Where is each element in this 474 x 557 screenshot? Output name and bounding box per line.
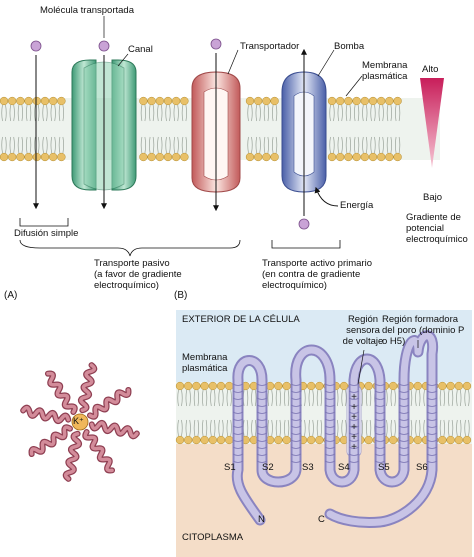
gradient-wedge [420, 78, 444, 168]
membrane-label-a: Membrana plasmática [362, 60, 408, 82]
energy-arrow [314, 186, 339, 207]
carrier-protein [191, 38, 241, 212]
svg-text:+: + [351, 412, 357, 423]
simple-diffusion [30, 40, 42, 210]
svg-text:+: + [351, 432, 357, 443]
k-ion-label: K⁺ [73, 416, 84, 426]
gradient-label: Gradiente de potencial electroquímico [406, 212, 468, 245]
segment-s3: S3 [302, 462, 314, 473]
channel-top-view [20, 362, 140, 482]
svg-text:+: + [351, 422, 357, 433]
membrane-label-b: Membrana plasmática [182, 352, 228, 374]
simple-diffusion-label: Difusión simple [14, 228, 79, 239]
pump-label: Bomba [334, 41, 365, 52]
segment-s6: S6 [416, 462, 428, 473]
k-ion [71, 413, 89, 431]
molecule-label: Molécula transportada [40, 5, 134, 16]
channel-label: Canal [128, 44, 153, 55]
panel-a-label: (A) [4, 290, 18, 301]
n-terminus-label: N [258, 514, 265, 525]
exterior-label: EXTERIOR DE LA CÉLULA [182, 314, 300, 325]
molecule-pump [298, 218, 310, 230]
leaders-b [357, 340, 419, 385]
pore-label: Región formadora del poro (dominio P o H… [382, 314, 465, 347]
brackets-a [19, 218, 341, 257]
leaders-a [103, 16, 363, 97]
c-terminus-label: C [318, 514, 325, 525]
segment-s5: S5 [378, 462, 390, 473]
molecule-channel [98, 40, 110, 52]
active-transport-label: Transporte activo primario (en contra de… [262, 258, 372, 291]
segment-s4: S4 [338, 462, 350, 473]
molecule-carrier [210, 38, 222, 50]
passive-transport-label: Transporte pasivo (a favor de gradiente … [94, 258, 182, 291]
segment-s1: S1 [224, 462, 236, 473]
high-label: Alto [422, 64, 439, 75]
panel-b-label: (B) [174, 290, 188, 301]
channel-protein [71, 40, 137, 210]
svg-text:+: + [351, 442, 357, 453]
protein-chain [231, 330, 439, 528]
svg-text:+: + [351, 402, 357, 413]
pump-protein [281, 48, 339, 230]
molecule-simple [30, 40, 42, 52]
energy-label: Energía [340, 200, 374, 211]
carrier-label: Transportador [240, 41, 300, 52]
low-label: Bajo [423, 192, 443, 203]
svg-text:+: + [351, 392, 357, 403]
voltage-sensor-label: Región sensora de voltaje [342, 314, 384, 347]
cytoplasm-label: CITOPLASMA [182, 532, 244, 543]
voltage-sensor-charges: ++++++ [351, 392, 357, 453]
segment-s2: S2 [262, 462, 274, 473]
